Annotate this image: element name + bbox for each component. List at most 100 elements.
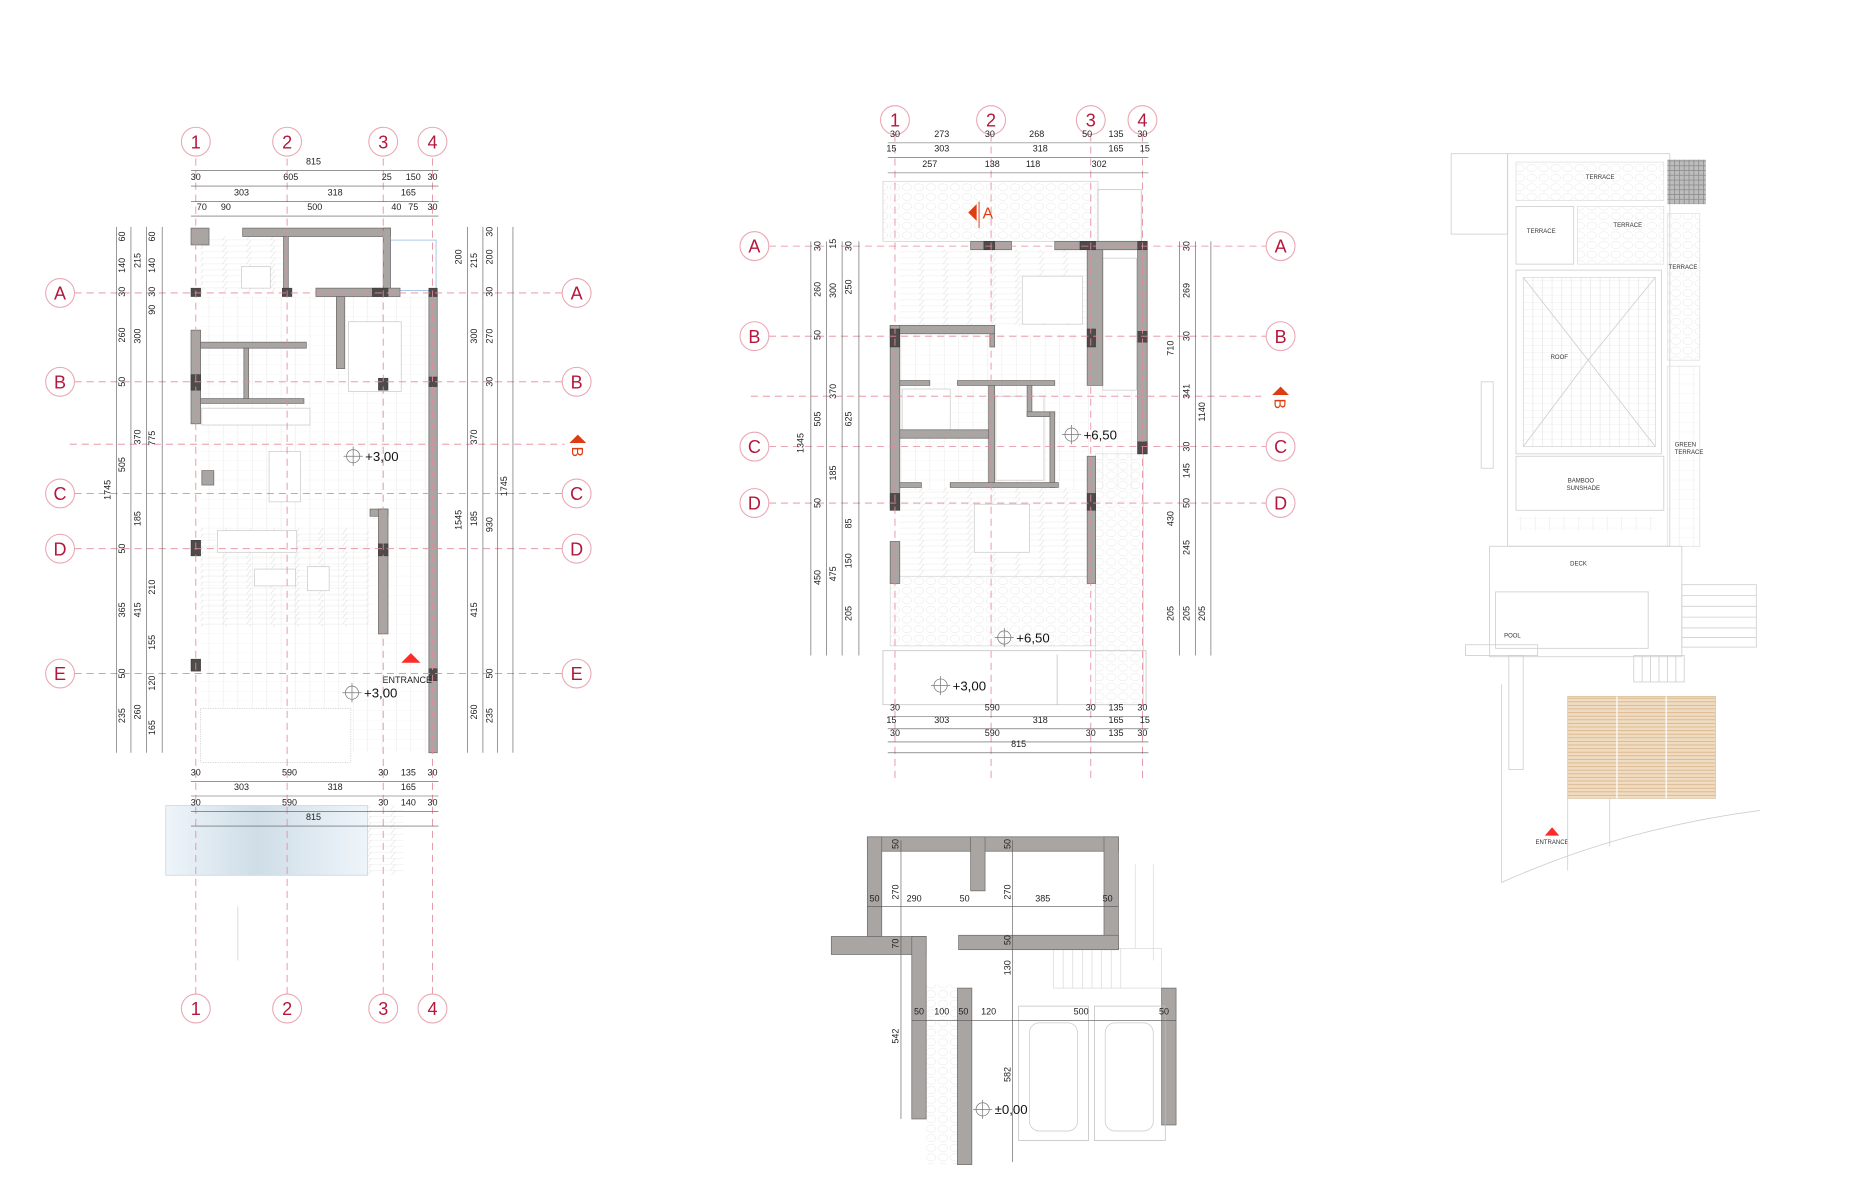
bath-fixture — [241, 266, 271, 289]
side-wall — [1480, 381, 1494, 469]
bath-fixture — [995, 395, 1045, 481]
terrace-right-label: TERRACE — [1669, 265, 1698, 271]
dimension-value: 30 — [485, 227, 495, 237]
terrace-planter — [1097, 189, 1142, 242]
dimension-value: 815 — [306, 812, 321, 822]
site-entrance-label: ENTRANCE — [1536, 840, 1569, 846]
dimension-value: 50 — [1002, 839, 1012, 849]
dimension-value: 50 — [960, 894, 970, 904]
dimension-value: 250 — [844, 279, 854, 294]
column — [428, 287, 438, 297]
dimension-value: 302 — [1092, 159, 1107, 169]
wall — [200, 341, 307, 349]
grid-bubble-2 — [272, 993, 303, 1024]
dimension-value: 30 — [1086, 703, 1096, 713]
wall — [988, 385, 996, 487]
grid-label-B: B — [748, 327, 760, 347]
grid-label-1: 1 — [890, 111, 900, 131]
grid-bubble-D — [739, 488, 770, 519]
wall — [242, 227, 391, 237]
dimension-value: 15 — [886, 715, 896, 725]
wall — [243, 347, 250, 399]
wall — [949, 482, 1059, 488]
dimension-value: 542 — [891, 1029, 901, 1044]
grid-label-B: B — [54, 372, 66, 392]
dimension-value: 430 — [1166, 511, 1176, 526]
dimension-value: 15 — [1140, 715, 1150, 725]
dimension-value: 200 — [453, 249, 463, 264]
dimension-value: 135 — [1108, 728, 1123, 738]
dimension-value: 185 — [133, 511, 143, 526]
dimension-value: 505 — [812, 411, 822, 426]
grid-label-2: 2 — [986, 111, 996, 131]
section-label-a: A — [983, 206, 994, 223]
level-value: +6,50 — [1084, 427, 1117, 442]
bath-fixture — [901, 388, 951, 431]
dimension-value: 85 — [844, 518, 854, 528]
dimension-value: 50 — [812, 330, 822, 340]
wall — [866, 836, 1119, 852]
dimension-value: 415 — [469, 602, 479, 617]
dimension-value: 590 — [282, 798, 297, 808]
dimension-value: 257 — [922, 159, 937, 169]
dimension-value: 710 — [1166, 341, 1176, 356]
dimension-value: 500 — [1074, 1007, 1089, 1017]
column — [1086, 493, 1096, 511]
pool-outline — [1495, 591, 1649, 649]
dimension-value: 205 — [1197, 606, 1207, 621]
dimension-value: 185 — [828, 466, 838, 481]
dimension-value: 30 — [890, 728, 900, 738]
grid-bubble-2 — [976, 105, 1007, 136]
dimension-value: 30 — [890, 129, 900, 139]
car-icon — [1104, 1022, 1154, 1132]
section-marker-icon — [1272, 386, 1289, 395]
grid-label-4: 4 — [427, 999, 437, 1019]
armchair — [307, 566, 330, 592]
grid-bubble-C — [1265, 431, 1296, 462]
grid-bubble-C — [739, 431, 770, 462]
column — [1079, 241, 1096, 250]
dimension-value: 30 — [427, 202, 437, 212]
dimension-value: 120 — [981, 1007, 996, 1017]
dimension-value: 1745 — [103, 480, 113, 500]
dimension-value: 1140 — [1197, 402, 1207, 421]
dimension-value: 140 — [147, 258, 157, 273]
level-crosshair-icon — [1061, 425, 1082, 445]
level-crosshair-icon — [973, 1099, 993, 1119]
dimension-value: 50 — [1159, 1007, 1169, 1017]
wall — [190, 227, 210, 246]
dimension-value: 140 — [401, 798, 416, 808]
dimension-value: 590 — [985, 703, 1000, 713]
grid-bubble-C — [561, 478, 592, 509]
pool-deck — [367, 805, 404, 876]
dimension-value: 30 — [378, 798, 388, 808]
wall — [989, 333, 996, 348]
dimension-value: 590 — [985, 728, 1000, 738]
terrace-mid — [1576, 206, 1665, 265]
wall — [336, 296, 346, 369]
dimension-value: 30 — [191, 798, 201, 808]
dimension-value: 185 — [469, 511, 479, 526]
dimension-value: 50 — [812, 498, 822, 508]
grid-label-A: A — [54, 284, 66, 304]
dimension-value: 135 — [1108, 703, 1123, 713]
dimension-value: 268 — [1029, 129, 1044, 139]
dimension-value: 165 — [401, 188, 416, 198]
dimension-value: 30 — [1086, 728, 1096, 738]
roof-ridges — [1522, 277, 1656, 447]
grid-bubble-D — [561, 533, 592, 564]
dimension-value: 30 — [427, 172, 437, 182]
wall — [200, 398, 305, 404]
retaining-wall — [1465, 644, 1539, 656]
dimension-value: 215 — [469, 253, 479, 268]
dimension-value: 130 — [1002, 960, 1012, 975]
wall — [957, 987, 973, 1165]
grid-label-D: D — [54, 539, 67, 559]
dimension-value: 318 — [328, 188, 343, 198]
green-terrace — [1667, 365, 1701, 547]
grid-label-3: 3 — [378, 999, 388, 1019]
dimension-value: 303 — [934, 715, 949, 725]
dimension-value: 100 — [934, 1007, 949, 1017]
